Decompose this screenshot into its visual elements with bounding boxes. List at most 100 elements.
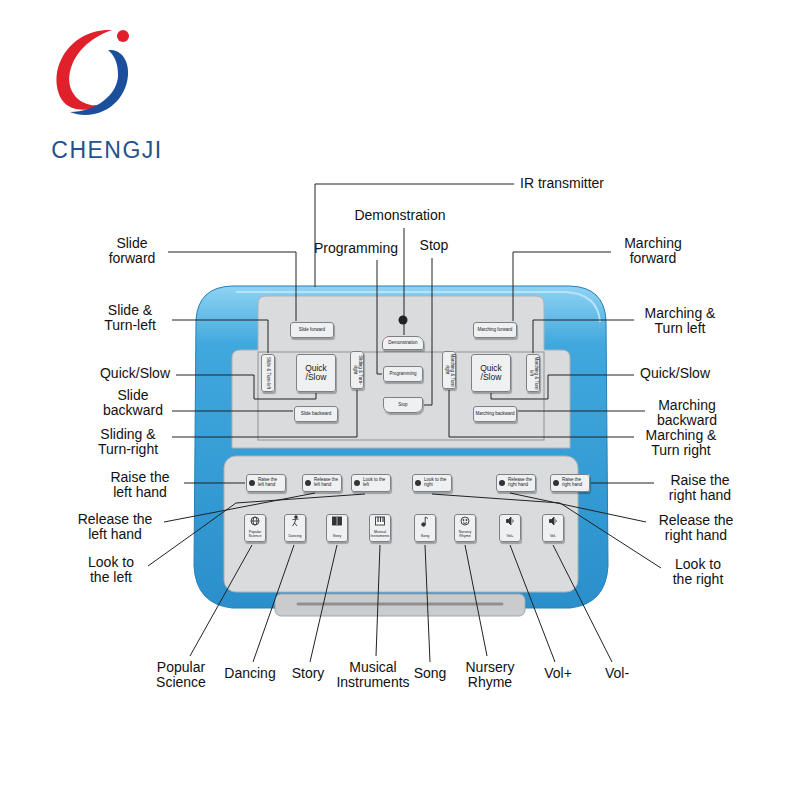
leader-line bbox=[172, 320, 268, 353]
leader-line bbox=[425, 545, 430, 662]
slot-groove bbox=[298, 603, 502, 606]
remote-button: Marching & Turn left bbox=[526, 354, 540, 392]
button-text: Slide forward bbox=[299, 328, 325, 333]
callout-label: Marching backward bbox=[651, 398, 723, 429]
button-text: Dancing bbox=[288, 535, 301, 539]
leader-line bbox=[491, 375, 634, 399]
logo-blue-arc bbox=[70, 50, 128, 115]
button-text: Marching forward bbox=[478, 328, 513, 333]
remote-button: Slide forward bbox=[290, 322, 334, 338]
head-icon bbox=[354, 480, 360, 486]
button-face bbox=[414, 514, 436, 542]
button-text: Nursery Rhyme bbox=[455, 531, 475, 539]
logo-red-arc bbox=[57, 30, 112, 110]
remote-button: Vol+ bbox=[499, 514, 521, 542]
leader-line bbox=[377, 260, 382, 374]
leader-line bbox=[315, 184, 514, 287]
head-icon bbox=[249, 480, 255, 486]
button-face bbox=[382, 336, 424, 350]
button-face bbox=[351, 474, 391, 492]
button-text: Story bbox=[333, 535, 341, 539]
ir-window bbox=[399, 316, 408, 325]
callout-label: Marching & Turn right bbox=[640, 428, 722, 459]
leader-line bbox=[253, 545, 294, 662]
button-text: Sliding & Turn-right bbox=[352, 353, 361, 387]
button-text: Look to the left bbox=[363, 478, 389, 487]
callout-label: Quick/Slow bbox=[640, 366, 710, 381]
callout-label: Raise the left hand bbox=[102, 470, 178, 501]
button-text: Demonstration bbox=[388, 341, 417, 346]
brand-logo bbox=[57, 30, 129, 115]
button-text: Quick /Slow bbox=[472, 364, 510, 383]
button-face bbox=[246, 474, 286, 492]
button-text: Popular Science bbox=[245, 531, 265, 539]
speaker-icon bbox=[507, 517, 512, 525]
button-text: Look to the right bbox=[424, 478, 450, 487]
callout-label: Vol- bbox=[605, 666, 629, 681]
piano-icon bbox=[378, 517, 383, 522]
button-text: Marching & Turn right bbox=[444, 353, 453, 387]
callout-label: Nursery Rhyme bbox=[459, 660, 521, 691]
remote-body bbox=[194, 286, 608, 616]
dancer-icon bbox=[293, 519, 299, 527]
button-face bbox=[454, 514, 476, 542]
leader-line bbox=[172, 411, 293, 412]
button-text: Raise the right hand bbox=[562, 478, 588, 487]
button-face bbox=[499, 514, 521, 542]
blue-housing bbox=[194, 286, 608, 608]
remote-button: Look to the left bbox=[351, 474, 391, 492]
upper-face bbox=[232, 296, 570, 448]
button-face bbox=[302, 474, 342, 492]
remote-button: Look to the right bbox=[412, 474, 452, 492]
leader-line bbox=[168, 252, 296, 321]
remote-button: Slide & Turn-left bbox=[261, 354, 275, 392]
callout-label: Story bbox=[292, 666, 325, 681]
button-text: Musical Instruments bbox=[370, 531, 390, 539]
leader-line bbox=[465, 545, 487, 656]
callout-label: Slide forward bbox=[101, 236, 163, 267]
callout-label: Sliding & Turn-right bbox=[90, 427, 166, 458]
button-text: Vol+ bbox=[506, 535, 513, 539]
callout-label: Marching forward bbox=[617, 236, 689, 267]
callout-label: Raise the right hand bbox=[660, 473, 740, 504]
button-face bbox=[284, 514, 306, 542]
head-icon bbox=[553, 480, 559, 486]
callout-label: Vol+ bbox=[544, 666, 572, 681]
button-face bbox=[294, 406, 338, 422]
button-face bbox=[296, 354, 336, 392]
callout-label: IR transmitter bbox=[520, 176, 604, 191]
function-icons bbox=[251, 516, 556, 527]
remote-button: Release the right hand bbox=[496, 474, 536, 492]
lower-face bbox=[224, 456, 578, 592]
speaker-icon bbox=[550, 517, 555, 525]
dancer-icon bbox=[295, 516, 298, 519]
callout-label: Release the left hand bbox=[72, 512, 158, 543]
remote-button: Song bbox=[414, 514, 436, 542]
leader-line bbox=[424, 258, 432, 405]
leader-line bbox=[404, 228, 405, 335]
smile-icon bbox=[463, 523, 467, 524]
button-face bbox=[383, 366, 423, 382]
smile-icon bbox=[461, 517, 469, 525]
button-text: Song bbox=[421, 535, 429, 539]
leader-line bbox=[184, 483, 245, 484]
callout-label: Slide backward bbox=[100, 388, 166, 419]
leader-line bbox=[513, 252, 611, 321]
button-face bbox=[369, 514, 391, 542]
button-face bbox=[261, 354, 275, 392]
button-text: Marching backward bbox=[475, 412, 514, 417]
button-face bbox=[471, 354, 511, 392]
button-face bbox=[496, 474, 536, 492]
button-face bbox=[412, 474, 452, 492]
globe-icon bbox=[251, 517, 259, 525]
speaker-icon bbox=[512, 520, 514, 523]
remote-button: Popular Science bbox=[244, 514, 266, 542]
remote-button: Release the left hand bbox=[302, 474, 342, 492]
remote-button: Musical Instruments bbox=[369, 514, 391, 542]
leader-line bbox=[310, 545, 337, 662]
button-face bbox=[542, 514, 564, 542]
callout-label: Demonstration bbox=[354, 208, 445, 223]
button-text: Vol- bbox=[550, 535, 556, 539]
button-face bbox=[442, 351, 456, 389]
